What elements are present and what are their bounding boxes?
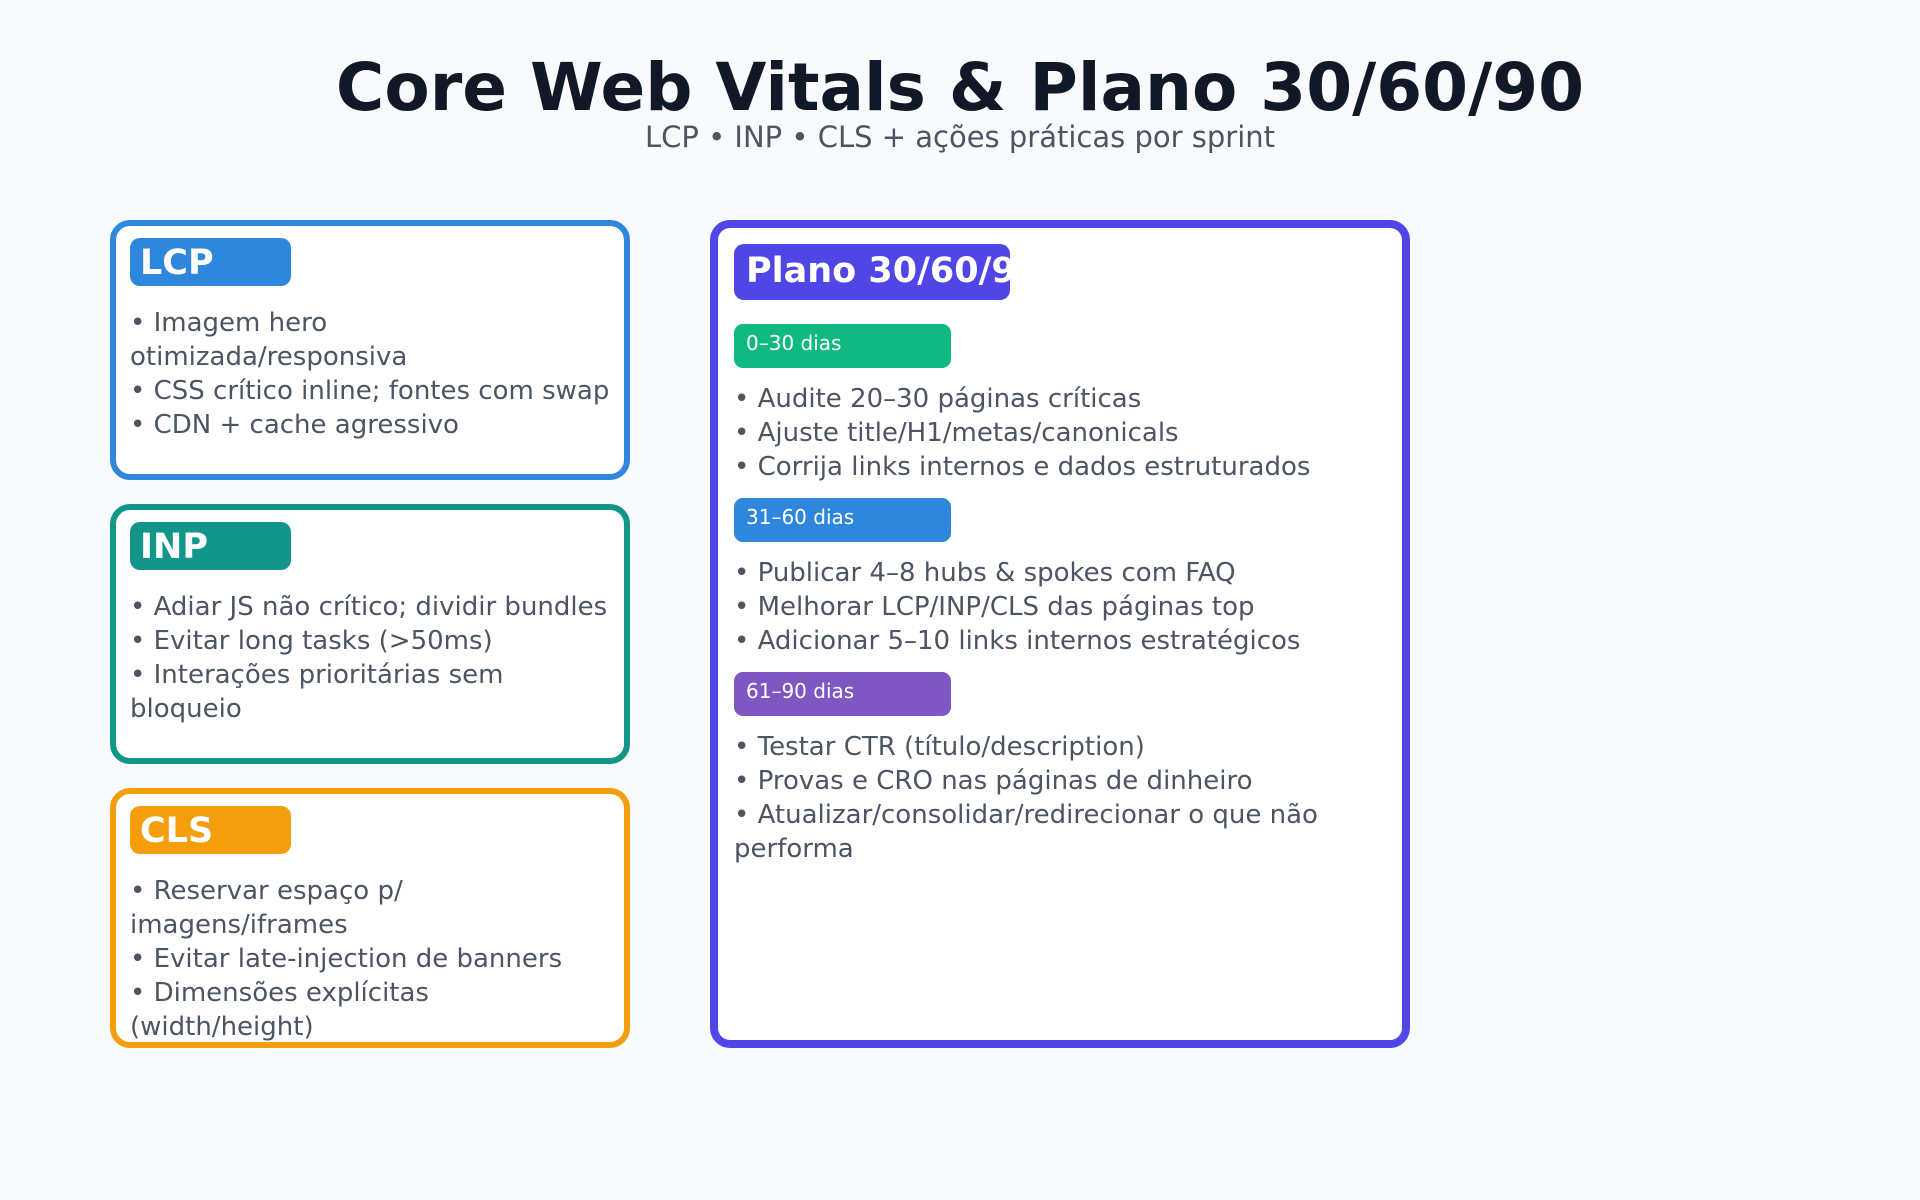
- lcp-badge: LCP: [130, 238, 291, 286]
- list-item: • Ajuste title/H1/metas/canonicals: [734, 418, 1179, 448]
- plan-card: Plano 30/60/90 0–30 dias • Audite 20–30 …: [710, 220, 1410, 1048]
- cls-badge: CLS: [130, 806, 291, 854]
- phase-items-0-30: • Audite 20–30 páginas críticas • Ajuste…: [734, 382, 1386, 484]
- phase-badge-0-30: 0–30 dias: [734, 324, 951, 368]
- list-item: • Reservar espaço p/ imagens/iframes: [130, 876, 403, 940]
- inp-card: INP • Adiar JS não crítico; dividir bund…: [110, 504, 630, 764]
- list-item: • Corrija links internos e dados estrutu…: [734, 452, 1311, 482]
- list-item: • Audite 20–30 páginas críticas: [734, 384, 1142, 414]
- list-item: • Testar CTR (título/description): [734, 732, 1145, 762]
- list-item: • Evitar long tasks (>50ms): [130, 626, 493, 656]
- list-item: • CSS crítico inline; fontes com swap: [130, 376, 610, 406]
- plan-badge: Plano 30/60/90: [734, 244, 1010, 300]
- list-item: • Atualizar/consolidar/redirecionar o qu…: [734, 800, 1318, 864]
- list-item: • Dimensões explícitas (width/height): [130, 978, 429, 1042]
- list-item: • Adiar JS não crítico; dividir bundles: [130, 592, 608, 622]
- phase-items-61-90: • Testar CTR (título/description) • Prov…: [734, 730, 1386, 866]
- list-item: • CDN + cache agressivo: [130, 410, 459, 440]
- list-item: • Melhorar LCP/INP/CLS das páginas top: [734, 592, 1255, 622]
- list-item: • Publicar 4–8 hubs & spokes com FAQ: [734, 558, 1236, 588]
- lcp-card: LCP • Imagem hero otimizada/responsiva •…: [110, 220, 630, 480]
- list-item: • Adicionar 5–10 links internos estratég…: [734, 626, 1301, 656]
- page-title: Core Web Vitals & Plano 30/60/90: [335, 49, 1585, 126]
- lcp-items: • Imagem hero otimizada/responsiva • CSS…: [130, 306, 610, 442]
- list-item: • Imagem hero otimizada/responsiva: [130, 308, 408, 372]
- list-item: • Interações prioritárias sem bloqueio: [130, 660, 504, 724]
- cls-items: • Reservar espaço p/ imagens/iframes • E…: [130, 874, 610, 1042]
- inp-items: • Adiar JS não crítico; dividir bundles …: [130, 590, 610, 726]
- phase-badge-61-90: 61–90 dias: [734, 672, 951, 716]
- cls-card: CLS • Reservar espaço p/ imagens/iframes…: [110, 788, 630, 1048]
- inp-badge: INP: [130, 522, 291, 570]
- phase-items-31-60: • Publicar 4–8 hubs & spokes com FAQ • M…: [734, 556, 1386, 658]
- list-item: • Evitar late-injection de banners: [130, 944, 563, 974]
- list-item: • Provas e CRO nas páginas de dinheiro: [734, 766, 1253, 796]
- phase-badge-31-60: 31–60 dias: [734, 498, 951, 542]
- page-subtitle: LCP • INP • CLS + ações práticas por spr…: [645, 120, 1275, 154]
